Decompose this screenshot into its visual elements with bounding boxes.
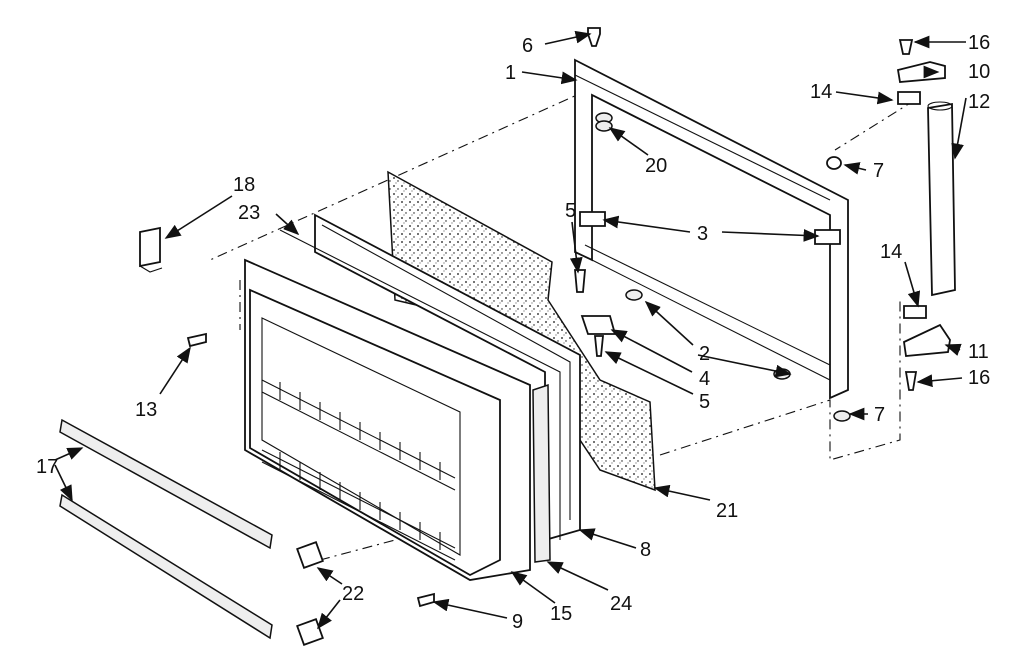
callout-1: 1 <box>505 62 516 84</box>
callout-22: 22 <box>342 583 364 605</box>
callout-5-lower: 5 <box>699 391 710 413</box>
callout-14-top: 14 <box>810 81 832 103</box>
callout-7-top: 7 <box>873 160 884 182</box>
bracket-part <box>139 226 163 273</box>
callout-18: 18 <box>233 174 255 196</box>
callout-8: 8 <box>640 539 651 561</box>
callout-7-bottom: 7 <box>874 404 885 426</box>
door-liner-part <box>244 258 531 581</box>
callout-labels: 1 6 20 7 3 5 2 4 5 7 16 10 14 12 14 11 1… <box>36 32 990 633</box>
callout-11: 11 <box>968 341 989 363</box>
end-cap-part <box>296 541 324 646</box>
construction-lines <box>209 89 916 561</box>
callout-6: 6 <box>522 35 533 57</box>
callout-10: 10 <box>968 61 990 83</box>
callout-13: 13 <box>135 399 157 421</box>
callout-14-bottom: 14 <box>880 241 902 263</box>
callout-16-top: 16 <box>968 32 990 54</box>
door-frame-part <box>574 58 849 400</box>
callout-12: 12 <box>968 91 990 113</box>
callout-9: 9 <box>512 611 523 633</box>
callout-2: 2 <box>699 343 710 365</box>
callout-3: 3 <box>697 223 708 245</box>
callout-23: 23 <box>238 202 260 224</box>
callout-20: 20 <box>645 155 667 177</box>
callout-17: 17 <box>36 456 58 478</box>
callout-15: 15 <box>550 603 572 625</box>
callout-21: 21 <box>716 500 738 522</box>
callout-4: 4 <box>699 368 710 390</box>
shelf-bar-part <box>59 418 273 640</box>
callout-24: 24 <box>610 593 632 615</box>
shelf-ribs-upper <box>261 379 456 491</box>
leader-lines <box>54 30 967 630</box>
callout-5-upper: 5 <box>565 200 576 222</box>
shelf-ribs-lower <box>261 449 456 561</box>
callout-16-bottom: 16 <box>968 367 990 389</box>
handle-part <box>927 101 956 297</box>
